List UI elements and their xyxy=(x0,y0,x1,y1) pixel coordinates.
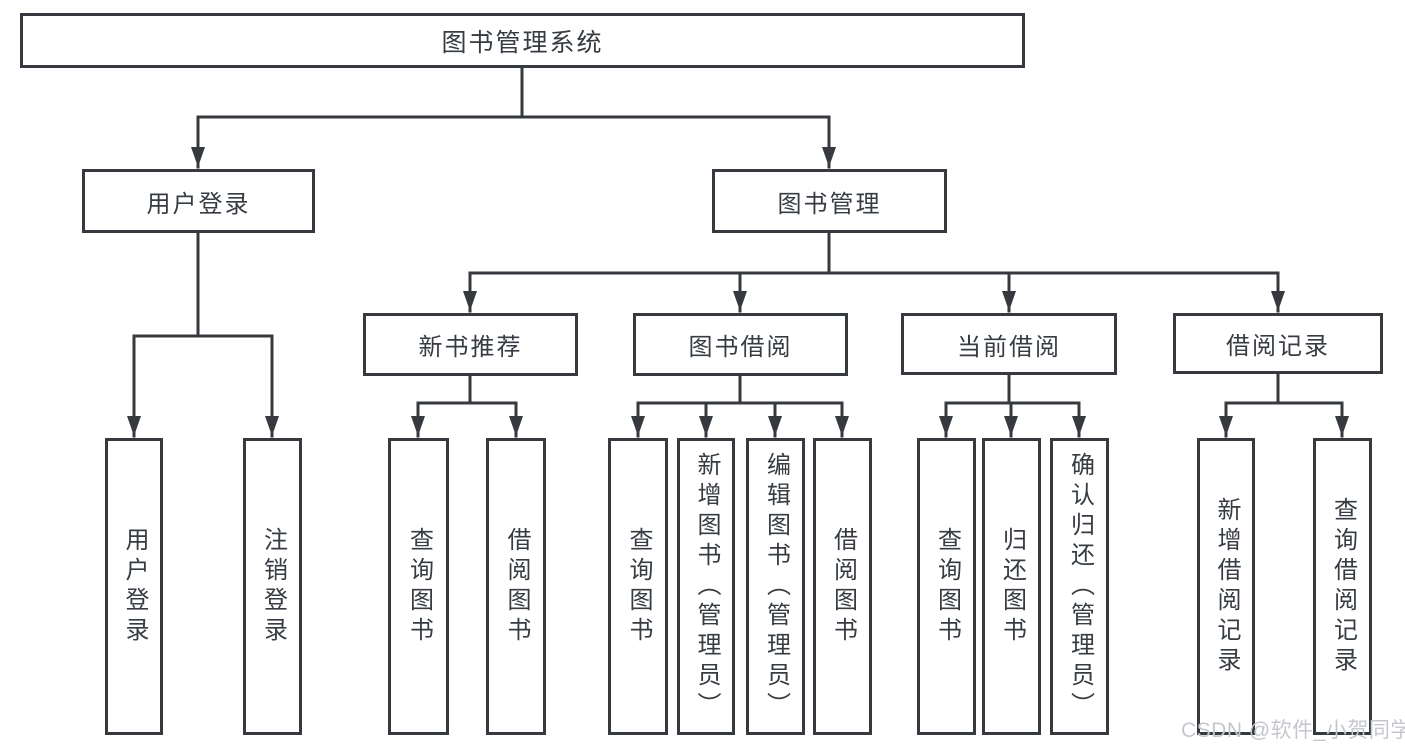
node-label: 新增借阅记录 xyxy=(1213,496,1240,677)
leaf-confirm-return-admin: 确认归还（管理员） xyxy=(1050,438,1109,735)
node-book-borrowing: 图书借阅 xyxy=(633,313,848,376)
node-label: 用户登录 xyxy=(146,190,251,218)
node-new-book-recommendation: 新书推荐 xyxy=(363,313,578,376)
node-borrowing-records: 借阅记录 xyxy=(1173,313,1383,374)
node-label: 图书管理 xyxy=(777,190,882,218)
node-label: 查询图书 xyxy=(405,526,433,647)
node-user-login: 用户登录 xyxy=(82,169,315,233)
node-label: 新增图书（管理员） xyxy=(693,451,720,722)
leaf-borrow-books: 借阅图书 xyxy=(813,438,872,735)
node-label: 确认归还（管理员） xyxy=(1066,451,1094,722)
node-label: 图书管理系统 xyxy=(441,28,604,57)
node-label: 借阅图书 xyxy=(829,526,857,647)
node-book-management: 图书管理 xyxy=(712,169,947,233)
leaf-query-borrow-record: 查询借阅记录 xyxy=(1313,438,1372,735)
leaf-query-books-recommend: 查询图书 xyxy=(388,438,449,735)
leaf-logout: 注销登录 xyxy=(243,438,302,735)
leaf-add-books-admin: 新增图书（管理员） xyxy=(677,438,735,735)
leaf-add-borrow-record: 新增借阅记录 xyxy=(1197,438,1255,735)
node-label: 查询借阅记录 xyxy=(1329,496,1357,677)
node-library-management-system: 图书管理系统 xyxy=(20,13,1025,68)
leaf-query-books-borrow: 查询图书 xyxy=(608,438,668,735)
node-current-borrowing: 当前借阅 xyxy=(901,313,1117,375)
node-label: 用户登录 xyxy=(121,526,148,647)
leaf-return-books: 归还图书 xyxy=(982,438,1041,735)
node-label: 注销登录 xyxy=(259,526,287,647)
node-label: 新书推荐 xyxy=(418,334,523,361)
node-label: 归还图书 xyxy=(998,526,1026,647)
node-label: 编辑图书（管理员） xyxy=(762,451,790,722)
leaf-borrow-books-recommend: 借阅图书 xyxy=(486,438,546,735)
node-label: 图书借阅 xyxy=(688,334,793,361)
csdn-watermark: CSDN @软件_小贺同学 xyxy=(1181,719,1405,742)
node-label: 借阅记录 xyxy=(1226,333,1330,360)
node-label: 查询图书 xyxy=(933,526,961,647)
leaf-user-login: 用户登录 xyxy=(105,438,163,735)
leaf-edit-books-admin: 编辑图书（管理员） xyxy=(746,438,805,735)
leaf-query-books-current: 查询图书 xyxy=(917,438,976,735)
node-label: 当前借阅 xyxy=(957,333,1061,361)
node-label: 查询图书 xyxy=(625,526,652,647)
node-label: 借阅图书 xyxy=(503,526,530,647)
